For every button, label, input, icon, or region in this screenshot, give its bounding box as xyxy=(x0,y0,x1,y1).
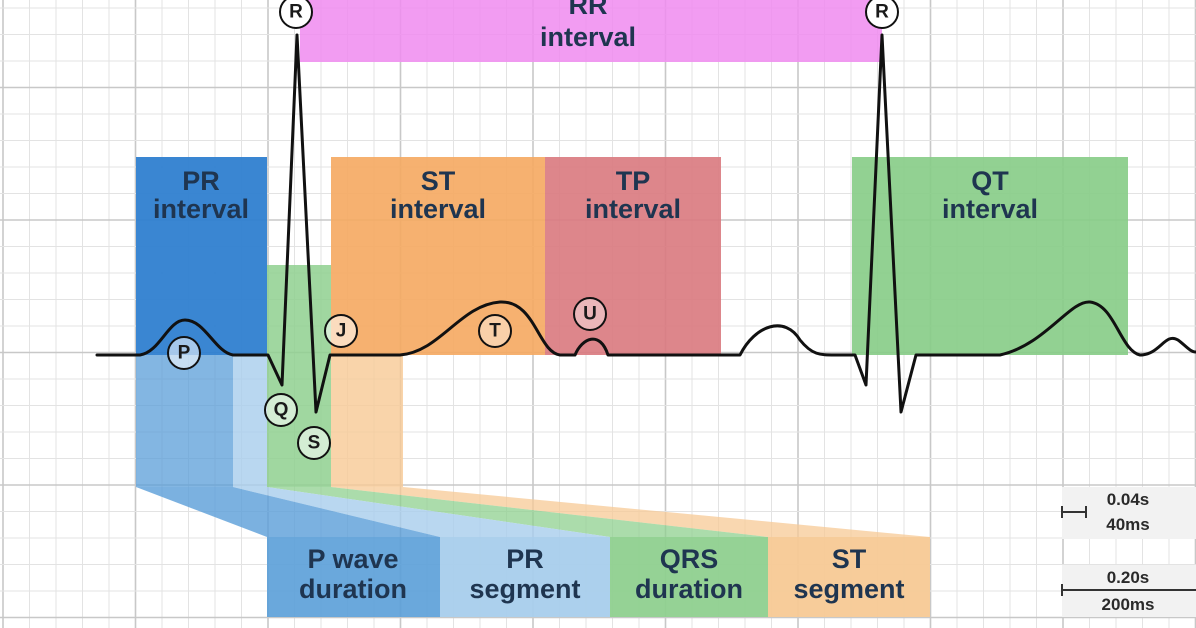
wave-label-r-second: R xyxy=(865,0,899,29)
st-interval-box: ST interval xyxy=(331,157,545,355)
wave-label-j-text: J xyxy=(336,321,347,342)
pr-interval-box: PR interval xyxy=(136,157,267,355)
tp-interval-line1: TP xyxy=(616,166,651,196)
p-wave-duration-line2: duration xyxy=(299,574,407,604)
st-segment-column xyxy=(331,355,403,487)
st-interval-line2: interval xyxy=(390,194,486,224)
rr-interval-line1: RR xyxy=(569,0,608,20)
rr-interval-line2: interval xyxy=(540,22,636,52)
wave-label-u: U xyxy=(573,297,607,331)
wave-label-q-text: Q xyxy=(274,400,289,421)
large-scale-line1: 0.20s xyxy=(1107,568,1150,587)
rr-interval-box: RR interval xyxy=(300,0,882,62)
wave-label-u-text: U xyxy=(583,304,597,325)
large-scale-line2: 200ms xyxy=(1102,595,1155,614)
p-wave-funnel xyxy=(136,487,440,537)
wave-label-t-text: T xyxy=(489,321,501,342)
wave-label-s: S xyxy=(297,426,331,460)
wave-label-j: J xyxy=(324,314,358,348)
st-segment-line2: segment xyxy=(793,574,904,604)
small-scale-line2: 40ms xyxy=(1106,515,1149,534)
pr-segment-box: PR segment xyxy=(440,537,610,617)
p-wave-duration-line1: P wave xyxy=(307,544,398,574)
st-interval-line1: ST xyxy=(421,166,456,196)
qt-interval-line2: interval xyxy=(942,194,1038,224)
qt-interval-line1: QT xyxy=(971,166,1009,196)
p-wave-duration-box: P wave duration xyxy=(267,537,440,617)
small-scale-line1: 0.04s xyxy=(1107,490,1150,509)
qt-interval-box: QT interval xyxy=(852,157,1128,355)
qrs-duration-box: QRS duration xyxy=(610,537,768,617)
ecg-trace xyxy=(95,33,1196,414)
pr-segment-column xyxy=(233,355,267,487)
st-segment-box: ST segment xyxy=(768,537,930,617)
qrs-duration-line1: QRS xyxy=(660,544,719,574)
p-wave-column xyxy=(136,355,233,487)
qrs-duration-line2: duration xyxy=(635,574,743,604)
wave-label-r-first-text: R xyxy=(289,2,303,23)
st-segment-funnel xyxy=(331,487,930,537)
wave-label-r-first: R xyxy=(279,0,313,29)
wave-label-t: T xyxy=(478,314,512,348)
st-segment-line1: ST xyxy=(832,544,867,574)
wave-label-p: P xyxy=(167,336,201,370)
time-scale-legend: 0.04s 40ms 0.20s 200ms xyxy=(1061,487,1196,617)
pr-interval-line1: PR xyxy=(182,166,220,196)
tp-interval-box: TP interval xyxy=(545,157,721,355)
wave-label-q: Q xyxy=(264,393,298,427)
pr-segment-funnel xyxy=(233,487,610,537)
pr-segment-line1: PR xyxy=(506,544,544,574)
pr-segment-line2: segment xyxy=(469,574,580,604)
wave-label-p-text: P xyxy=(178,343,191,364)
wave-label-s-text: S xyxy=(308,433,321,454)
tp-interval-line2: interval xyxy=(585,194,681,224)
qrs-funnel xyxy=(267,487,768,537)
wave-label-r-second-text: R xyxy=(875,2,889,23)
pr-interval-line2: interval xyxy=(153,194,249,224)
